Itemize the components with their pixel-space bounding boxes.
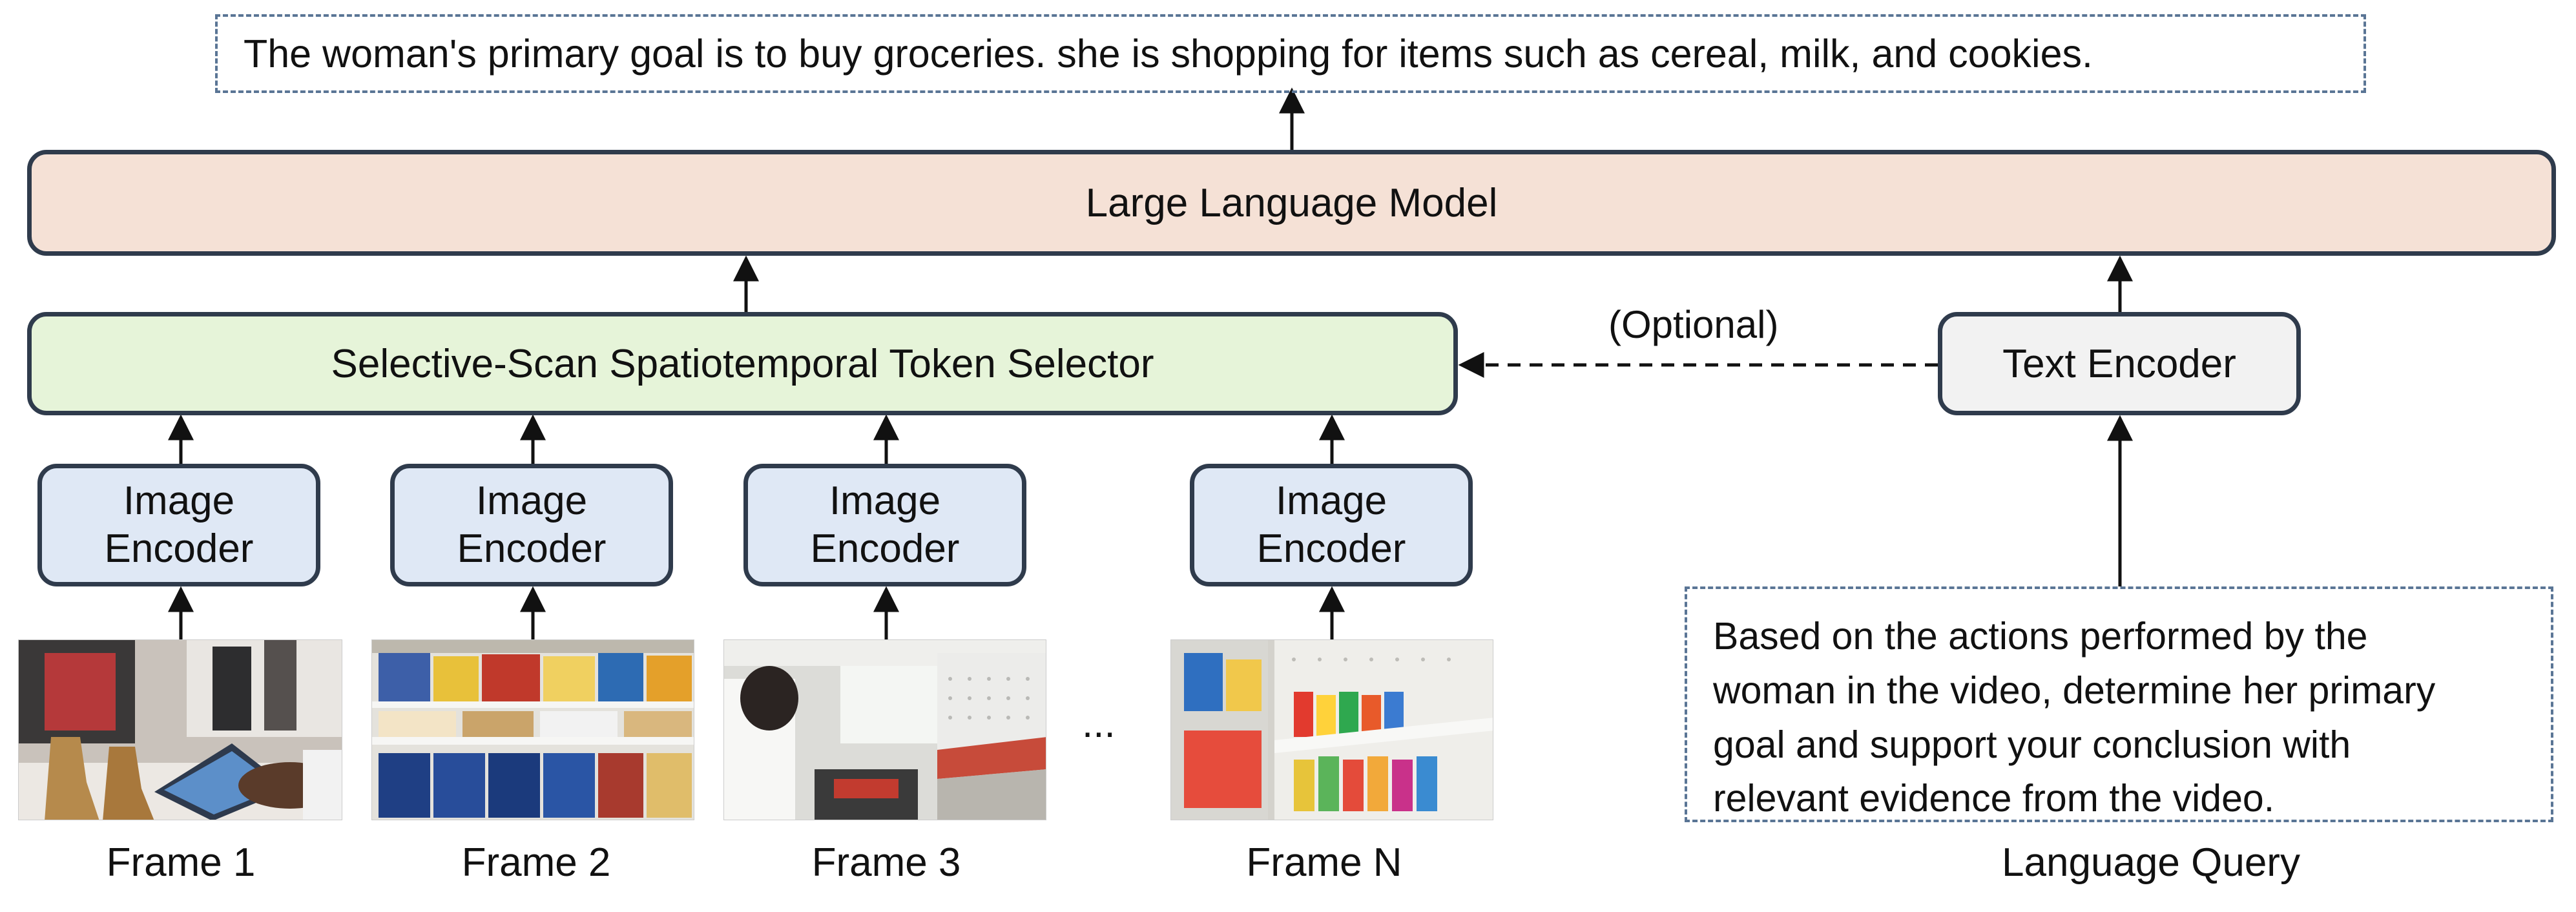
frame-n-label: Frame N (1246, 840, 1402, 885)
frame-2-label: Frame 2 (461, 840, 611, 885)
frame-1-label: Frame 1 (106, 840, 256, 885)
image-encoder-line1: Image (1275, 478, 1387, 523)
output-text-box: The woman's primary goal is to buy groce… (215, 14, 2366, 93)
frame-1-image (18, 639, 342, 820)
image-encoder-line2: Encoder (104, 526, 254, 571)
image-encoder-line2: Encoder (457, 526, 607, 571)
query-line-1: Based on the actions performed by the (1713, 615, 2368, 658)
optional-label: (Optional) (1608, 303, 1779, 346)
image-encoder-line1: Image (475, 478, 588, 523)
frame-3-label: Frame 3 (811, 840, 961, 885)
query-line-3: goal and support your conclusion with (1713, 723, 2351, 766)
language-query-label: Language Query (2002, 840, 2300, 885)
output-text: The woman's primary goal is to buy groce… (244, 32, 2093, 76)
frame-2-image (371, 639, 694, 820)
ellipsis: ... (1082, 701, 1116, 746)
query-line-4: relevant evidence from the video. (1713, 777, 2275, 820)
token-selector-box: Selective-Scan Spatiotemporal Token Sele… (27, 312, 1458, 415)
frame-n-image (1170, 639, 1493, 820)
image-encoder-line2: Encoder (1256, 526, 1406, 571)
image-encoder-line1: Image (829, 478, 941, 523)
selector-label: Selective-Scan Spatiotemporal Token Sele… (331, 341, 1154, 386)
image-encoder-line2: Encoder (810, 526, 960, 571)
language-query-box: Based on the actions performed by the wo… (1685, 586, 2553, 822)
large-language-model-box: Large Language Model (27, 150, 2556, 256)
query-line-2: woman in the video, determine her primar… (1713, 668, 2436, 712)
text-encoder-box: Text Encoder (1938, 312, 2301, 415)
llm-label: Large Language Model (1085, 180, 1498, 225)
text-encoder-label: Text Encoder (2002, 341, 2236, 386)
frame-3-image (723, 639, 1046, 820)
image-encoder-line1: Image (123, 478, 235, 523)
